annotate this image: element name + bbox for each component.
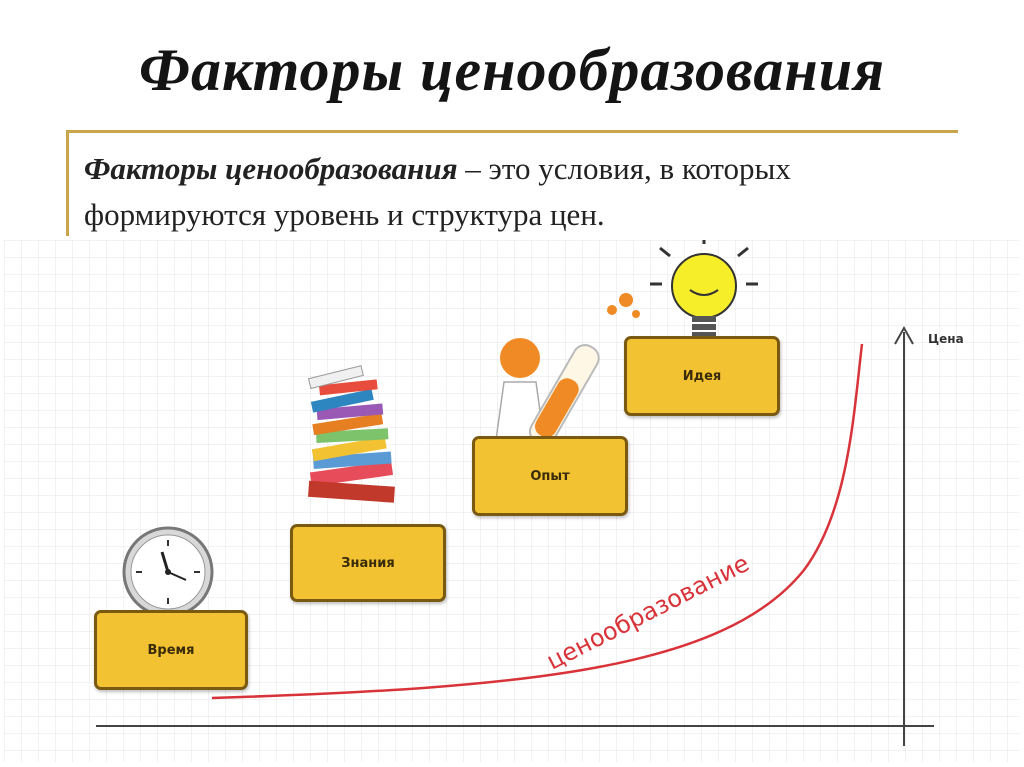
step-box-knowledge: Знания — [290, 524, 446, 602]
y-axis-label: Цена — [928, 332, 964, 346]
step-box-experience: Опыт — [472, 436, 628, 516]
lightbulb-icon — [650, 240, 758, 338]
definition-term: Факторы ценообразования — [84, 151, 458, 186]
price-curve — [211, 343, 864, 700]
clock-icon — [122, 526, 214, 618]
growth-diagram: ценообразование — [4, 240, 1020, 762]
y-axis-arrow — [894, 325, 914, 345]
step-box-idea: Идея — [624, 336, 780, 416]
definition-body: – это условия, в которых формируются уро… — [84, 151, 791, 232]
step-box-time: Время — [94, 610, 248, 690]
slide-title: Факторы ценообразования — [139, 37, 885, 103]
accent-line — [66, 130, 958, 133]
definition-text: Факторы ценообразования – это условия, в… — [84, 146, 944, 238]
books-icon — [307, 365, 395, 503]
definition-frame — [66, 130, 959, 236]
